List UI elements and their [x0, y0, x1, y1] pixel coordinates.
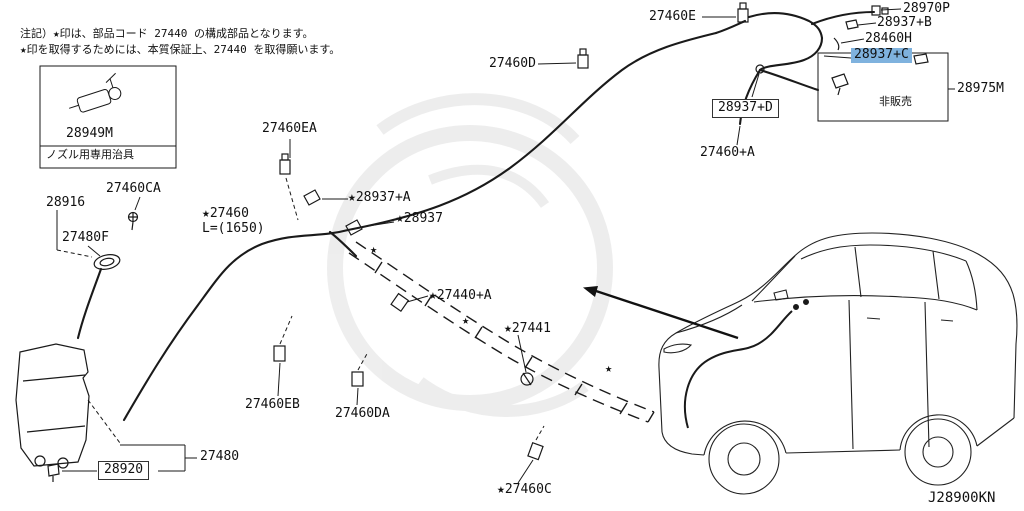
star-marker: ★ [370, 242, 378, 256]
part-label-28937b[interactable]: 28937+B [877, 15, 932, 30]
dashed-lines [56, 177, 545, 444]
car-hose-route [684, 299, 809, 429]
part-label-28916[interactable]: 28916 [46, 195, 86, 210]
part-label-28460h[interactable]: 28460H [865, 31, 912, 46]
part-label-28937[interactable]: ★28937 [396, 211, 443, 226]
part-label-27480[interactable]: 27480 [200, 449, 240, 464]
nozzle-tool-box [39, 65, 177, 169]
part-label-27480f[interactable]: 27480F [62, 230, 109, 245]
nozzle-tool-caption: ノズル用専用治具 [46, 148, 134, 161]
part-label-27460eb[interactable]: 27460EB [245, 397, 300, 412]
small-part-icons [47, 2, 929, 482]
star-marker: ★ [462, 313, 470, 327]
part-label-28937d[interactable]: 28937+D [712, 99, 779, 118]
part-label-27460e[interactable]: 27460E [649, 9, 696, 24]
part-label-28920[interactable]: 28920 [98, 461, 150, 480]
note-line-1: 注記）★印は、部品コード 27440 の構成部品となります。 [20, 27, 314, 40]
part-label-27440a[interactable]: ★27440+A [429, 288, 492, 303]
diagram-code: J28900KN [928, 490, 996, 506]
part-label-27460a[interactable]: 27460+A [700, 145, 755, 160]
part-label-27460ea[interactable]: 27460EA [262, 121, 317, 136]
washer-reservoir [15, 254, 121, 469]
part-label-27460ca[interactable]: 27460CA [106, 181, 161, 196]
part-label-27441[interactable]: ★27441 [504, 321, 551, 336]
part-label-27460[interactable]: ★27460 [202, 206, 249, 221]
part-label-27460-length: L=(1650) [202, 221, 265, 236]
location-arrow [583, 286, 739, 340]
part-label-28937a[interactable]: ★28937+A [348, 190, 411, 205]
part-label-27460da[interactable]: 27460DA [335, 406, 390, 421]
part-label-28949m[interactable]: 28949M [66, 126, 113, 141]
note-line-2: ★印を取得するためには、本質保証上、27440 を取得願います。 [20, 43, 341, 56]
not-sold-label: 非販売 [879, 95, 912, 108]
part-label-28975m[interactable]: 28975M [957, 81, 1004, 96]
car-outline [658, 232, 1018, 495]
hose-strip [348, 241, 655, 423]
star-marker: ★ [605, 361, 613, 375]
part-label-28937c-selected[interactable]: 28937+C [851, 47, 912, 63]
part-label-27460c[interactable]: ★27460C [497, 482, 552, 497]
watermark [327, 93, 613, 417]
hose-paths [76, 10, 876, 422]
part-label-27460d[interactable]: 27460D [489, 56, 536, 71]
part-label-28970p[interactable]: 28970P [903, 1, 950, 16]
leader-lines [56, 8, 955, 484]
